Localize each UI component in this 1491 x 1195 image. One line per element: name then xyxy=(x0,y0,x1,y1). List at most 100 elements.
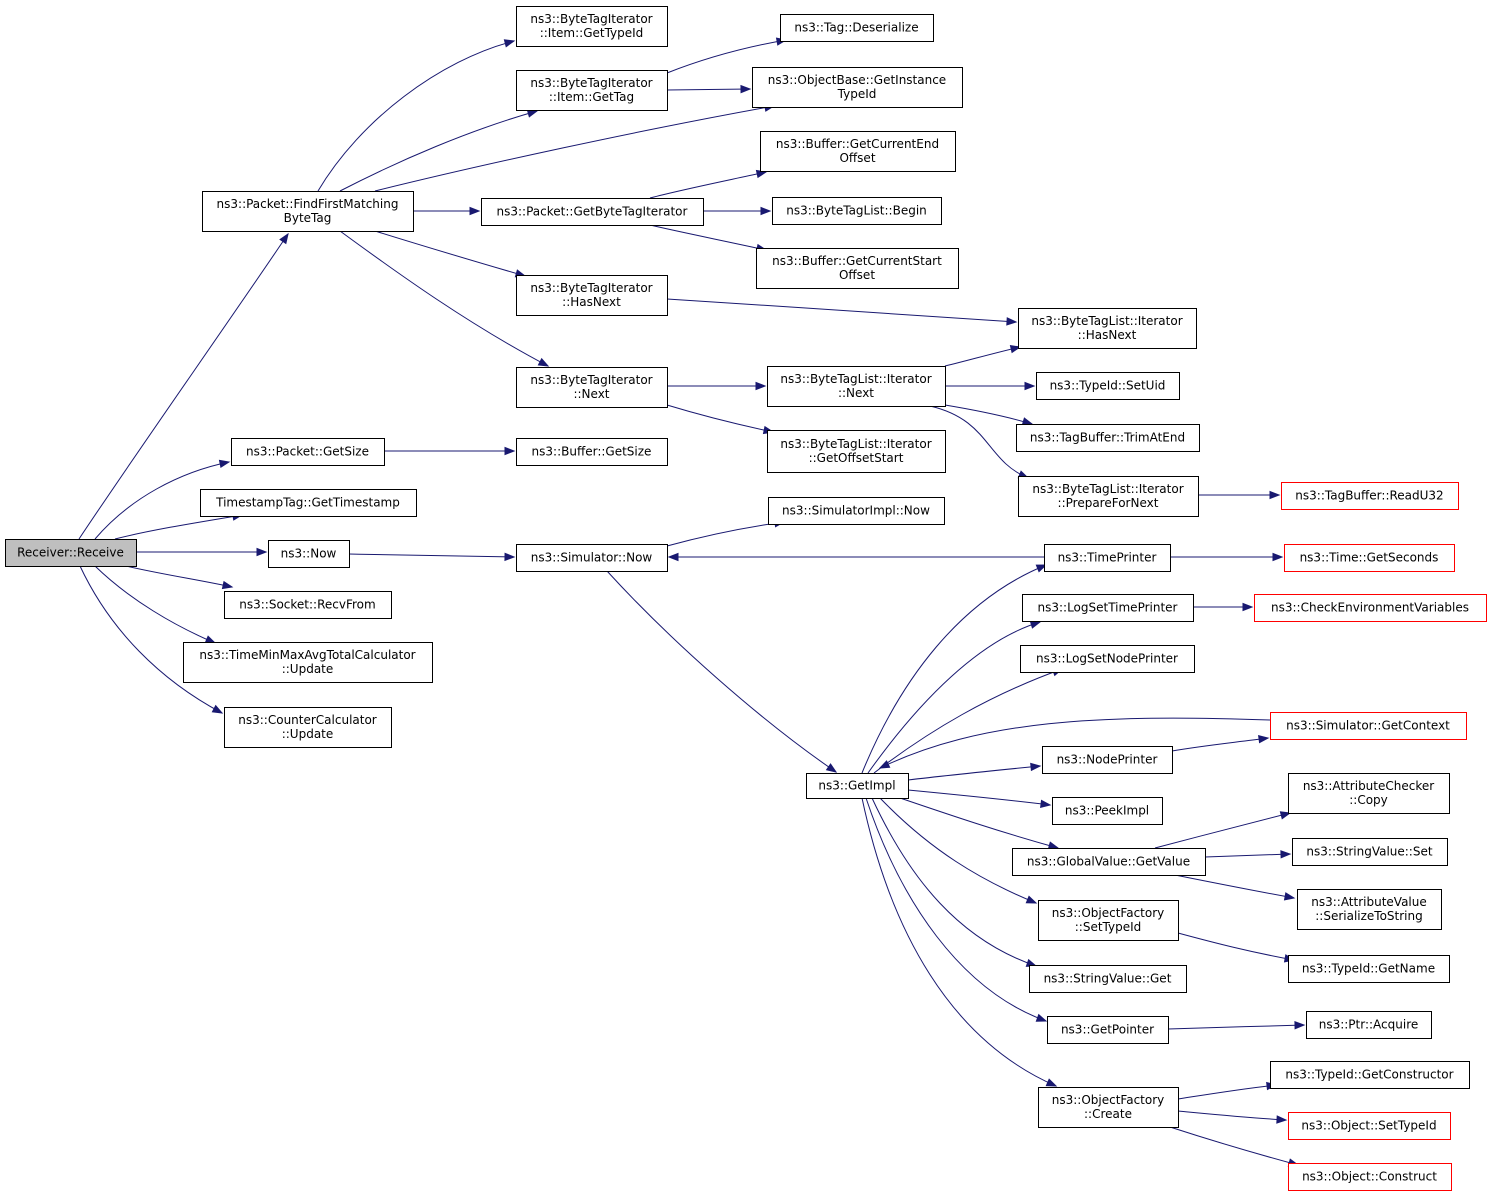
node-box xyxy=(224,707,392,748)
node-tsGet[interactable]: TimestampTag::GetTimestamp xyxy=(200,489,417,517)
node-tagDeser[interactable]: ns3::Tag::Deserialize xyxy=(780,14,934,42)
node-tmmatcUpdate[interactable]: ns3::TimeMinMaxAvgTotalCalculator::Updat… xyxy=(183,642,433,683)
edge-getBTI-to-bufEnd xyxy=(649,169,768,199)
node-box xyxy=(1270,712,1467,740)
node-getSeconds[interactable]: ns3::Time::GetSeconds xyxy=(1284,544,1455,572)
node-btliNext[interactable]: ns3::ByteTagList::Iterator::Next xyxy=(767,366,946,407)
node-svGet[interactable]: ns3::StringValue::Get xyxy=(1029,965,1187,993)
node-ccUpdate[interactable]: ns3::CounterCalculator::Update xyxy=(224,707,392,748)
arrowhead xyxy=(469,206,481,216)
node-getBTI[interactable]: ns3::Packet::GetByteTagIterator xyxy=(481,198,704,226)
edge-getImpl-to-logSetNode xyxy=(873,668,1064,774)
node-tidGetName[interactable]: ns3::TypeId::GetName xyxy=(1288,955,1450,983)
node-svSet[interactable]: ns3::StringValue::Set xyxy=(1292,838,1448,866)
node-label: ns3::Packet::FindFirstMatching xyxy=(217,197,399,211)
arrowhead xyxy=(1024,381,1036,391)
arrowhead xyxy=(1280,850,1292,859)
node-bufGetSize[interactable]: ns3::Buffer::GetSize xyxy=(516,438,668,466)
node-logSetTime[interactable]: ns3::LogSetTimePrinter xyxy=(1022,594,1194,622)
node-simNow[interactable]: ns3::Simulator::Now xyxy=(516,544,668,572)
edge-root-to-recvFrom xyxy=(125,565,234,590)
edge-getImpl-to-gvGetValue xyxy=(899,797,1060,850)
edge-line xyxy=(666,39,787,74)
node-box xyxy=(1288,773,1450,814)
edge-getImpl-to-timePrinter xyxy=(861,564,1048,774)
arrowhead xyxy=(1035,564,1048,573)
node-ofCreate[interactable]: ns3::ObjectFactory::Create xyxy=(1038,1087,1179,1128)
edge-findFirst-to-btiGetTag xyxy=(339,109,539,192)
node-simGetCtx[interactable]: ns3::Simulator::GetContext xyxy=(1270,712,1467,740)
node-simImplNow[interactable]: ns3::SimulatorImpl::Now xyxy=(768,497,945,525)
node-label: ns3::Ptr::Acquire xyxy=(1319,1018,1419,1032)
node-gvGetValue[interactable]: ns3::GlobalValue::GetValue xyxy=(1012,848,1206,876)
node-label: ::GetOffsetStart xyxy=(809,451,904,465)
arrowhead xyxy=(221,580,234,590)
node-label: ns3::Now xyxy=(281,547,337,561)
node-box xyxy=(516,6,668,47)
arrowhead xyxy=(279,232,289,245)
edge-findFirst-to-btiHasNext xyxy=(374,230,527,278)
node-ofSetTypeId[interactable]: ns3::ObjectFactory::SetTypeId xyxy=(1038,900,1179,941)
node-trimAtEnd[interactable]: ns3::TagBuffer::TrimAtEnd xyxy=(1016,424,1200,452)
node-pktGetSize[interactable]: ns3::Packet::GetSize xyxy=(231,438,385,466)
node-box xyxy=(768,497,945,525)
node-setUid[interactable]: ns3::TypeId::SetUid xyxy=(1036,372,1180,400)
node-box xyxy=(481,198,704,226)
node-btiGetTypeId[interactable]: ns3::ByteTagIterator::Item::GetTypeId xyxy=(516,6,668,47)
edge-root-to-pktGetSize xyxy=(94,459,231,540)
node-label: ns3::ObjectFactory xyxy=(1052,1093,1165,1107)
node-prepNext[interactable]: ns3::ByteTagList::Iterator::PrepareForNe… xyxy=(1018,476,1199,517)
edge-line xyxy=(666,521,785,547)
node-label: ByteTag xyxy=(284,211,332,225)
node-btiHasNext[interactable]: ns3::ByteTagIterator::HasNext xyxy=(516,275,668,316)
node-checkEnv[interactable]: ns3::CheckEnvironmentVariables xyxy=(1254,594,1487,622)
arrowhead xyxy=(760,206,772,216)
edge-getImpl-to-ofCreate xyxy=(861,797,1058,1087)
node-avSer[interactable]: ns3::AttributeValue::SerializeToString xyxy=(1297,889,1442,930)
node-label: ns3::GetImpl xyxy=(818,779,895,793)
edge-line xyxy=(871,797,1037,967)
node-btliOffset[interactable]: ns3::ByteTagList::Iterator::GetOffsetSta… xyxy=(767,430,946,473)
edge-getImpl-to-peekImpl xyxy=(907,789,1052,809)
edge-root-to-tmmatcUpdate xyxy=(94,565,217,644)
node-objSetTypeId[interactable]: ns3::Object::SetTypeId xyxy=(1288,1112,1451,1140)
node-btlBegin[interactable]: ns3::ByteTagList::Begin xyxy=(772,197,942,225)
edge-ofCreate-to-tidGetCtor xyxy=(1177,1081,1278,1100)
node-box xyxy=(1288,1163,1452,1191)
edge-root-to-now xyxy=(136,547,268,557)
arrowhead xyxy=(1035,1013,1048,1022)
node-box xyxy=(1306,1011,1432,1039)
node-btiGetTag[interactable]: ns3::ByteTagIterator::Item::GetTag xyxy=(516,70,668,111)
edge-now-to-simNow xyxy=(348,552,516,562)
node-now[interactable]: ns3::Now xyxy=(268,540,350,568)
node-nodePrinter[interactable]: ns3::NodePrinter xyxy=(1042,746,1173,774)
arrowhead xyxy=(1283,892,1296,901)
node-peekImpl[interactable]: ns3::PeekImpl xyxy=(1052,797,1163,825)
node-objConstruct[interactable]: ns3::Object::Construct xyxy=(1288,1163,1452,1191)
edge-line xyxy=(317,40,515,192)
node-readU32[interactable]: ns3::TagBuffer::ReadU32 xyxy=(1281,482,1459,510)
node-label: ns3::ByteTagList::Begin xyxy=(786,204,927,218)
node-logSetNode[interactable]: ns3::LogSetNodePrinter xyxy=(1020,645,1195,673)
node-getPointer[interactable]: ns3::GetPointer xyxy=(1047,1016,1169,1044)
node-btliHasNext[interactable]: ns3::ByteTagList::Iterator::HasNext xyxy=(1018,308,1197,349)
node-box xyxy=(1281,482,1459,510)
node-recvFrom[interactable]: ns3::Socket::RecvFrom xyxy=(224,591,392,619)
node-getImpl[interactable]: ns3::GetImpl xyxy=(806,773,909,799)
edge-getImpl-to-logSetTime xyxy=(867,620,1042,774)
node-label: ns3::ByteTagIterator xyxy=(530,12,652,26)
edge-line xyxy=(114,514,243,540)
node-timePrinter[interactable]: ns3::TimePrinter xyxy=(1044,544,1171,572)
node-acCopy[interactable]: ns3::AttributeChecker::Copy xyxy=(1288,773,1450,814)
node-root[interactable]: Receiver::Receive xyxy=(5,539,137,567)
node-ptrAcquire[interactable]: ns3::Ptr::Acquire xyxy=(1306,1011,1432,1039)
node-btiNext[interactable]: ns3::ByteTagIterator::Next xyxy=(516,367,668,408)
node-box xyxy=(772,197,942,225)
node-box xyxy=(5,539,137,567)
node-tidGetCtor[interactable]: ns3::TypeId::GetConstructor xyxy=(1270,1061,1470,1089)
node-box xyxy=(1029,965,1187,993)
